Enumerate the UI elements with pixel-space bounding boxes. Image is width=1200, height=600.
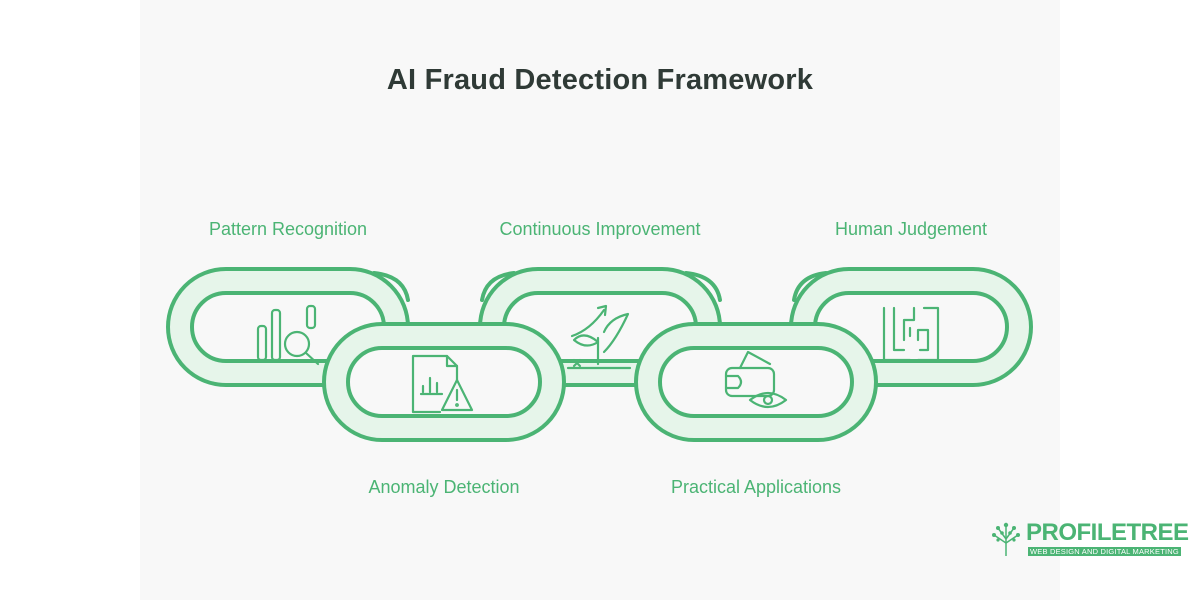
wallet-eye-icon (724, 350, 788, 409)
document-warning-icon (411, 354, 474, 414)
label-practical-applications: Practical Applications (670, 477, 842, 497)
logo-brand: PROFILETREE (1026, 519, 1189, 546)
maze-brain-icon (882, 306, 940, 362)
label-anomaly-detection: Anomaly Detection (368, 477, 520, 497)
label-pattern-recognition: Pattern Recognition (208, 219, 368, 239)
growth-plant-icon (566, 304, 632, 370)
chain-interlock-overlaps (372, 271, 828, 302)
magnifier-bars-icon (256, 304, 320, 366)
chain-link-anomaly-detection (322, 322, 566, 442)
logo-tagline: WEB DESIGN AND DIGITAL MARKETING (1028, 547, 1181, 556)
chain-link-practical-applications (634, 322, 878, 442)
label-continuous-improvement: Continuous Improvement (499, 219, 701, 239)
profiletree-logo: PROFILETREE WEB DESIGN AND DIGITAL MARKE… (988, 519, 1189, 559)
diagram-title: AI Fraud Detection Framework (386, 64, 814, 96)
tree-icon (992, 522, 1020, 556)
label-human-judgement: Human Judgement (834, 219, 988, 239)
